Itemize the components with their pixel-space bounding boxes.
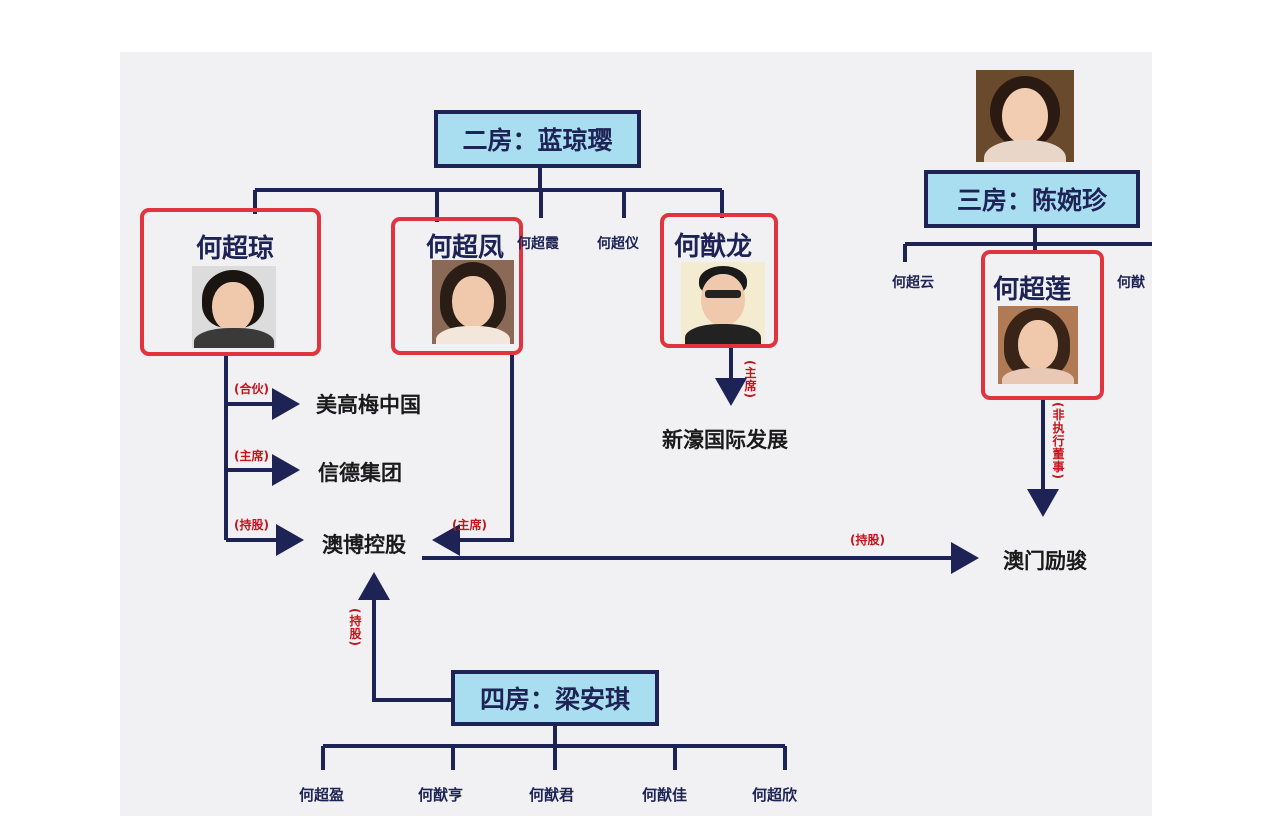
person-name: 何超琼 [196,234,275,264]
entity-macau-legend: 澳门励骏 [1003,549,1087,573]
fourth-house-box: 四房：梁安琪 [451,670,659,726]
second-house-box: 二房：蓝琼璎 [434,110,641,168]
highlight-he-chaofeng [391,217,523,355]
person-name: 何超莲 [993,275,1072,305]
relation-label: (主席) [743,360,757,399]
portrait-he-chaofeng [432,260,514,344]
third-house-photo [976,70,1074,162]
portrait-he-chaoqiong [192,266,276,348]
relation-label: (持股) [850,533,885,547]
portrait-he-youlong [681,262,765,344]
relation-label: (非执行董事) [1051,402,1065,480]
highlight-he-youlong [660,213,778,348]
person-name-small: 何超盈 [299,786,345,804]
relation-label: (合伙) [234,382,269,396]
entity-shun-tak: 信德集团 [318,461,402,485]
person-name: 何超凤 [426,233,505,263]
portrait-he-chaolian [998,306,1078,384]
person-name-small: 何猷亨 [418,786,464,804]
relation-label: (主席) [234,449,269,463]
relation-label: (主席) [452,518,487,532]
highlight-he-chaoqiong [140,208,321,356]
highlight-he-chaolian [981,250,1104,400]
person-name-small: 何超霞 [517,236,559,252]
person-name-small: 何猷君 [529,786,575,804]
relation-label: (持股) [348,608,362,647]
person-name-cut: 何猷 [1117,275,1145,291]
person-name-small: 何猷佳 [642,786,688,804]
third-house-box: 三房：陈婉珍 [924,170,1140,228]
entity-sjm-holdings: 澳博控股 [322,533,406,557]
entity-melco: 新濠国际发展 [662,428,788,452]
person-name-small: 何超云 [892,275,934,291]
entity-mgm-china: 美高梅中国 [316,393,421,417]
person-name-small: 何超欣 [752,786,798,804]
person-name: 何猷龙 [674,232,753,262]
relation-label: (持股) [234,518,269,532]
person-name-small: 何超仪 [597,236,639,252]
